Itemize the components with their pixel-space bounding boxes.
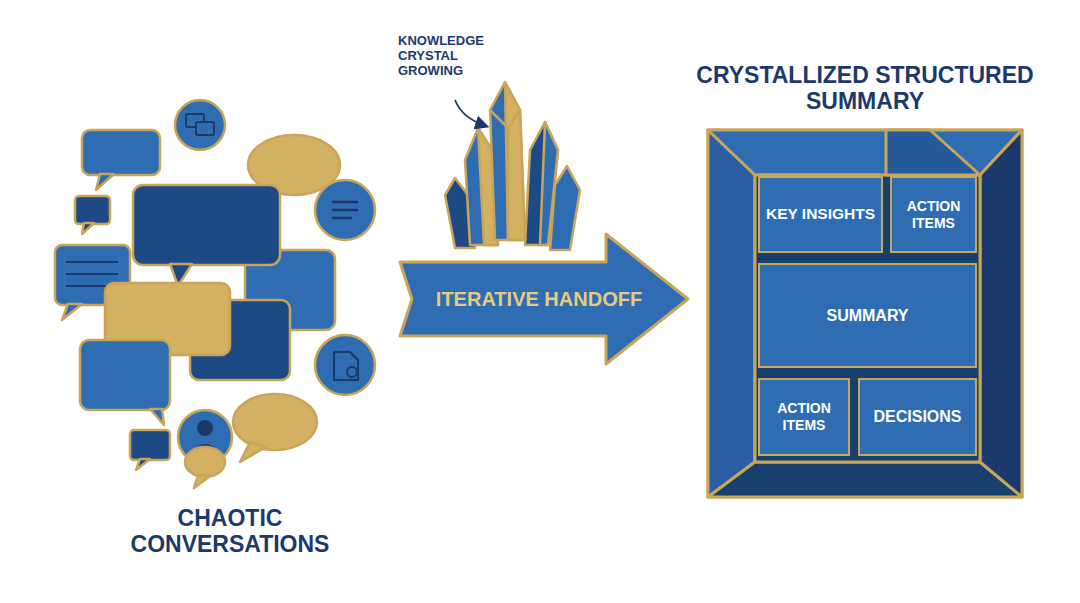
box-heading: CRYSTALLIZED STRUCTURED SUMMARY [690,62,1040,115]
box-face [980,130,1022,497]
illustration-part [347,367,357,377]
box-face [755,175,980,462]
illustration-part [96,174,114,190]
illustration-part [62,304,82,320]
illustration-part [136,459,150,470]
illustration-part [133,185,280,265]
arrow-label: ITERATIVE HANDOFF [436,286,642,312]
box-face [708,130,755,497]
cluster-caption: CHAOTIC CONVERSATIONS [90,505,370,558]
box-face [708,130,1022,175]
illustration-part [525,122,558,245]
section-panel: DECISIONS [858,378,977,456]
illustration-part [130,430,170,460]
illustration-part [505,82,525,240]
illustration-part [75,196,110,224]
illustration-part [490,110,520,128]
illustration-part [507,128,510,240]
summary-box: CRYSTALLIZED STRUCTURED SUMMARY KEY INSIG… [690,58,1040,503]
illustration-part [315,335,375,395]
illustration-part [66,262,118,286]
illustration-part [196,122,214,135]
knowledge-crystal [445,82,580,250]
section-panel: ACTION ITEMS [758,378,850,456]
box-face [886,130,980,175]
speech-bubbles [55,100,375,488]
illustration-part [240,442,266,462]
illustration-part [233,394,317,450]
section-panel: SUMMARY [758,263,977,368]
leader-line [455,100,486,126]
illustration-part [490,82,525,240]
illustration-part [150,409,164,425]
panel-text: KEY INSIGHTS [762,201,879,228]
illustration-part [540,122,558,245]
panel-text: SUMMARY [822,302,912,329]
section-panel: KEY INSIGHTS [758,176,883,253]
illustration-part [82,223,94,234]
box-face [708,462,1022,497]
illustration-part [82,130,160,175]
illustration-part [332,202,358,218]
panel-text: DECISIONS [869,403,965,430]
illustration-part [175,100,225,150]
panel-text: ACTION ITEMS [892,194,975,236]
handoff-arrow: ITERATIVE HANDOFF [398,232,690,366]
illustration-part [194,475,210,488]
illustration-part [185,447,225,477]
illustration-part [197,420,213,436]
illustration-part [315,180,375,240]
section-panel: ACTION ITEMS [890,176,977,253]
callout-text: KNOWLEDGE CRYSTAL GROWING [398,34,508,79]
illustration-part [334,352,358,380]
arrow-body [400,234,688,364]
illustration-part [80,340,170,410]
panel-text: ACTION ITEMS [760,396,848,438]
box-face [708,130,1022,497]
